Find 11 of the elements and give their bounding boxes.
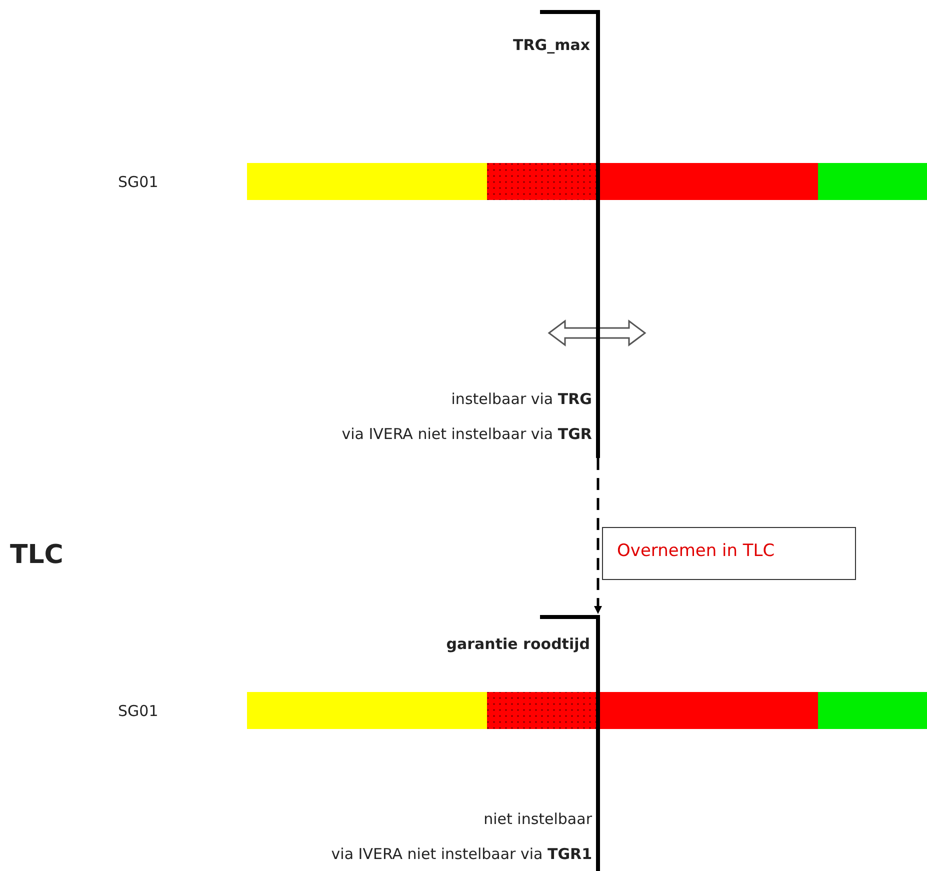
edge-label: Overnemen in TLC [602, 527, 856, 580]
note-text: instelbaar via TRG [451, 390, 592, 408]
marker-label: garantie roodtijd [446, 635, 590, 653]
note-text: niet instelbaar [484, 810, 592, 828]
signal-group-label: SG01 [118, 702, 158, 720]
section-heading: TLC [10, 540, 64, 570]
note-text: via IVERA niet instelbaar via TGR [342, 425, 592, 443]
signal-group-label: SG01 [118, 173, 158, 191]
marker-label: TRG_max [512, 36, 590, 54]
arrow [594, 458, 602, 614]
note-text: via IVERA niet instelbaar via TGR1 [331, 845, 592, 863]
